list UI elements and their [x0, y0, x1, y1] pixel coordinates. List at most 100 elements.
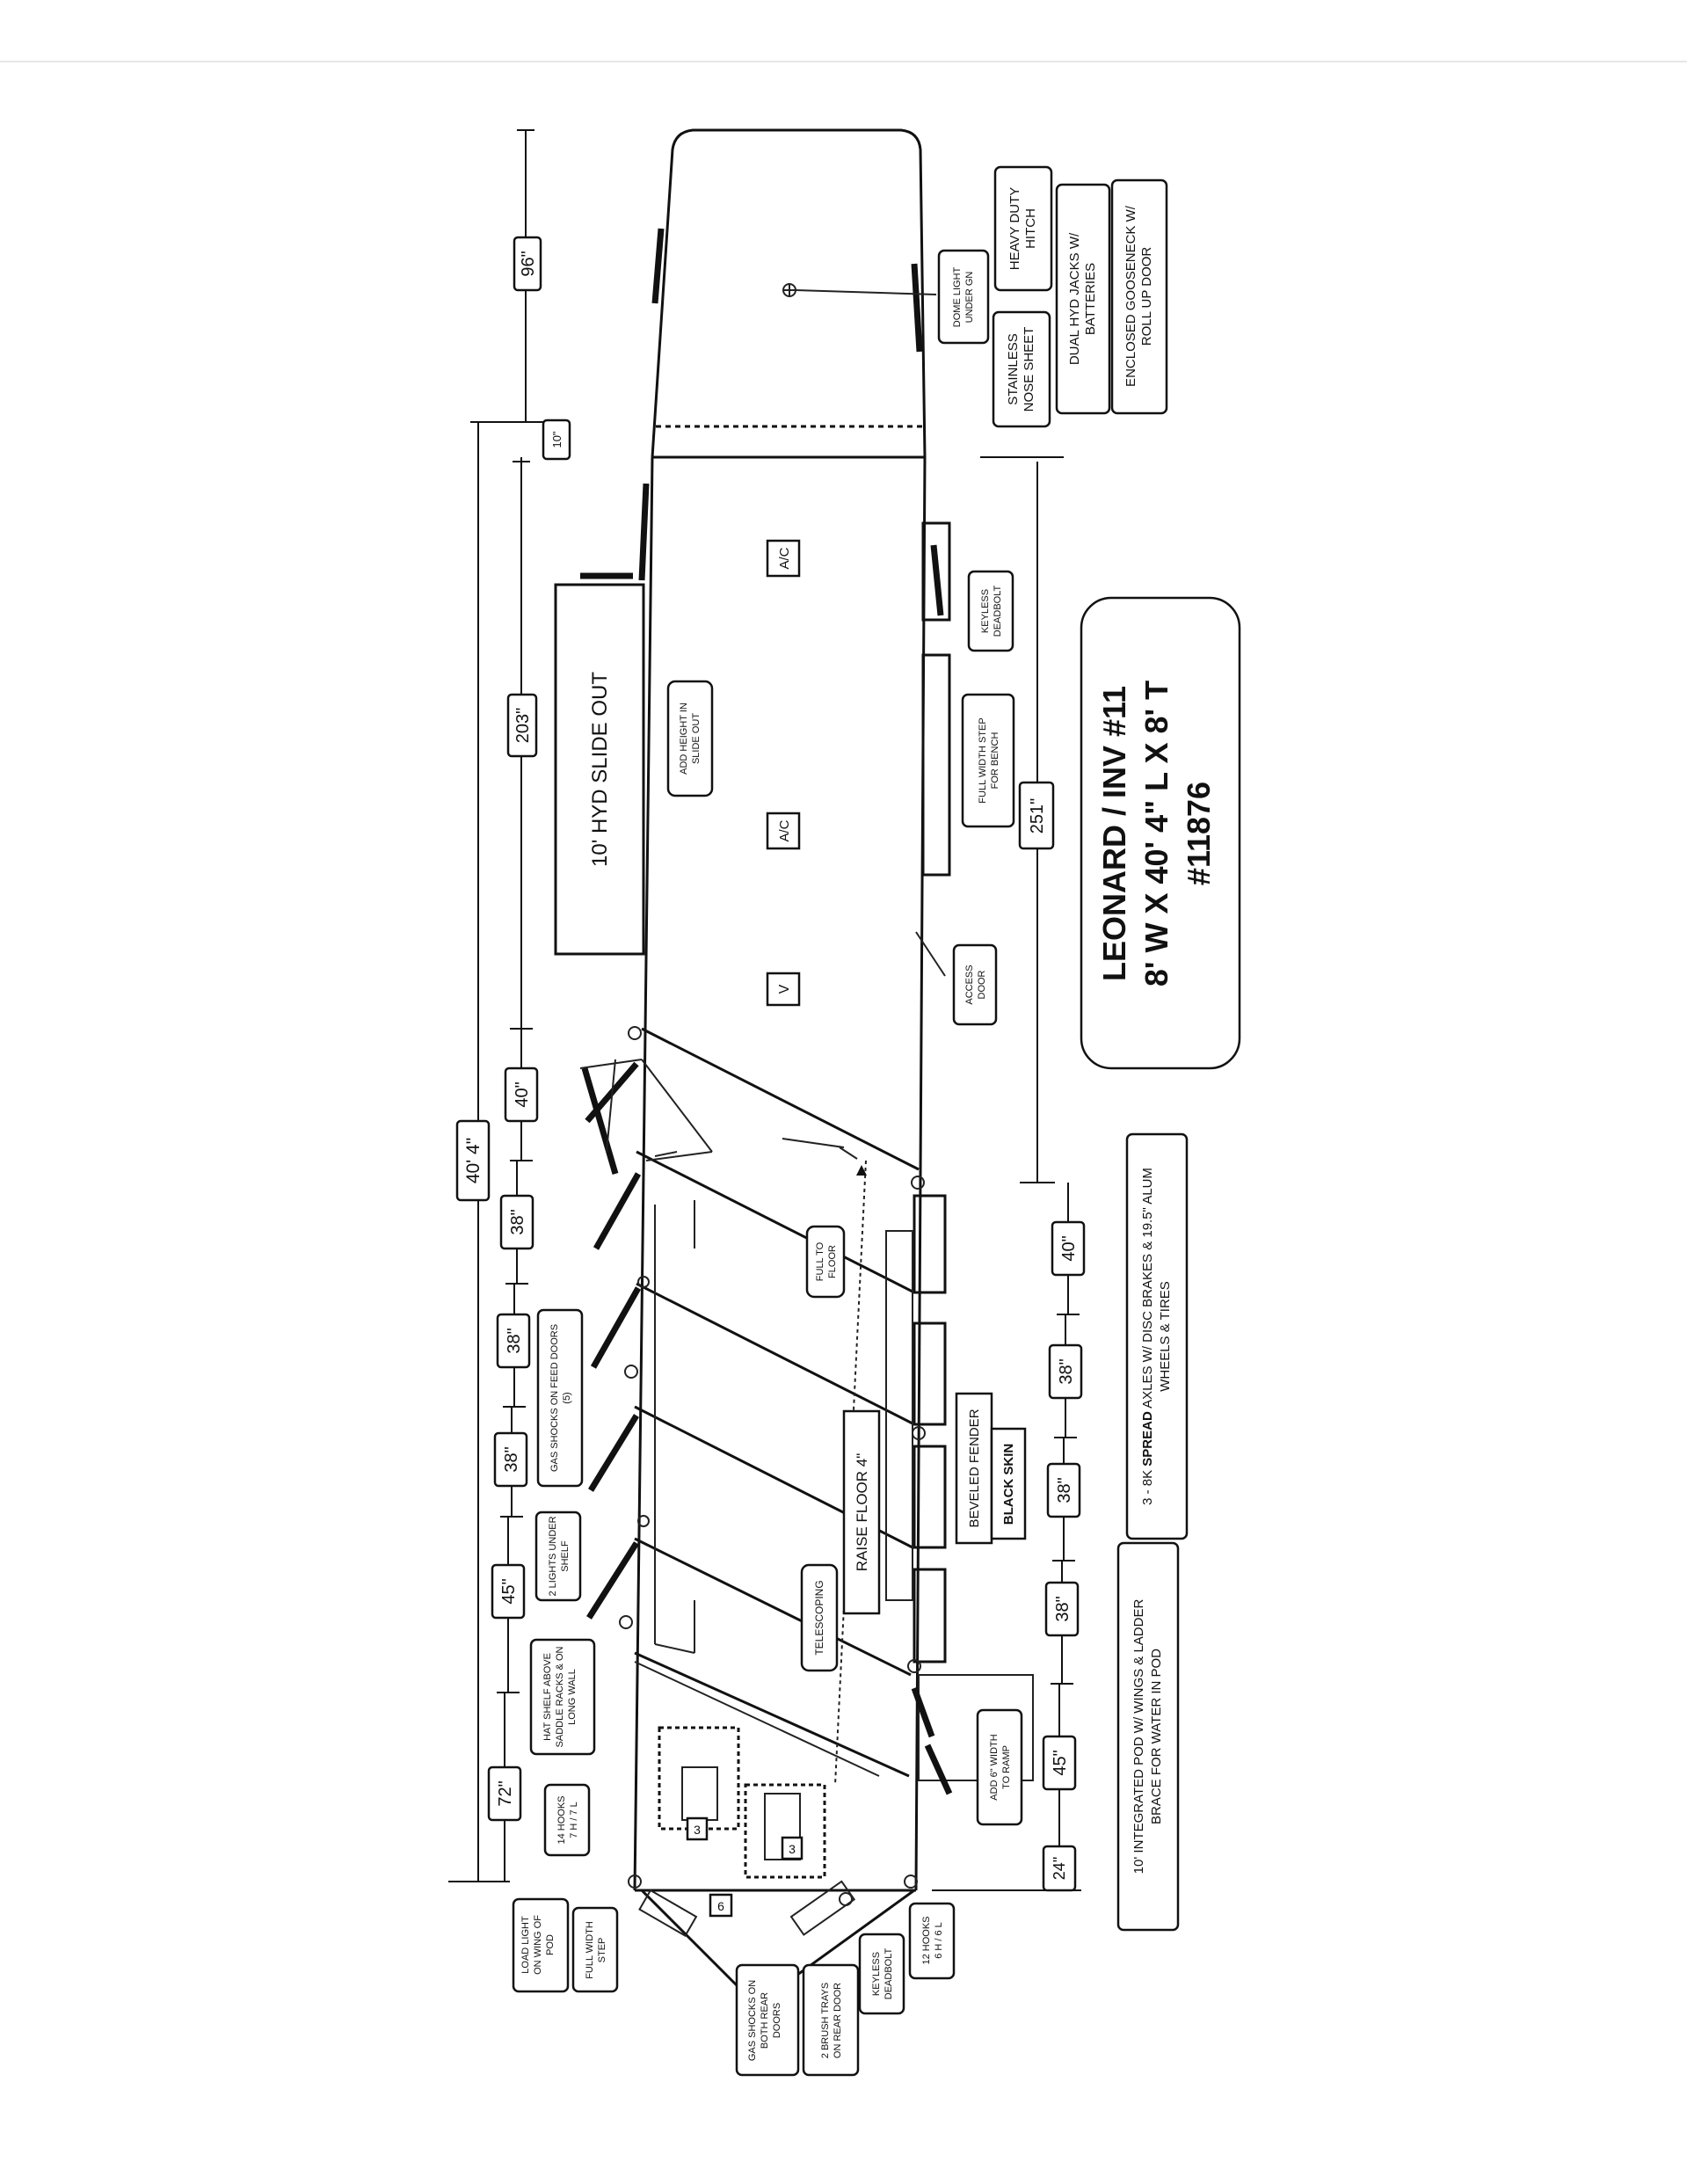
rack-number-box-b: [781, 1836, 804, 1860]
floor-line: [839, 1147, 858, 1160]
full-to-floor-line1: FULL TO: [815, 1241, 825, 1281]
gate-line: [641, 1059, 713, 1153]
pod-group: 10' INTEGRATED POD W/ WINGS & LADDER BRA…: [1131, 1599, 1164, 1875]
dim-box-96: [513, 236, 542, 292]
right-door: [921, 521, 951, 622]
vent-label: V: [777, 984, 792, 994]
title-line3: #11876: [1181, 782, 1217, 885]
enclosed-gn-line2: ROLL UP DOOR: [1139, 247, 1154, 346]
light-icon: [628, 1026, 642, 1040]
enclosed-gn-box: [1110, 178, 1168, 415]
brush-trays-box: [802, 1963, 860, 2077]
stall-dividers: [579, 1027, 920, 1786]
gas-feed-box: [536, 1308, 584, 1488]
dim-box-251: [1018, 781, 1055, 850]
title-line2: 8' W X 40' 4" L X 8' T: [1138, 681, 1174, 986]
body-side-strip: [638, 483, 650, 581]
feed-window: [913, 1194, 947, 1294]
rack-box: [681, 1766, 718, 1821]
hat-shelf-line1: HAT SHELF ABOVE: [542, 1653, 553, 1741]
stainless-box: [992, 310, 1051, 428]
gas-rear-line2: BOTH REAR: [760, 1992, 770, 2049]
gas-rear-box: [735, 1963, 800, 2077]
raise-floor-box: [842, 1409, 881, 1615]
right-bench: [885, 1230, 913, 1601]
dim-box-38d: [1048, 1343, 1083, 1400]
full-to-floor-box: [805, 1225, 846, 1299]
slide-out-label: 10' HYD SLIDE OUT: [588, 672, 612, 867]
keyless-rear-line2: DEADBOLT: [883, 1947, 894, 1999]
ac-text-1-group: A/C: [777, 547, 792, 569]
hooks12-line1: 12 HOOKS: [921, 1916, 932, 1964]
dim-38a-group: 38": [508, 1209, 527, 1234]
title-line1: LEONARD / INV #11: [1096, 686, 1132, 981]
telescoping-box: [800, 1563, 839, 1672]
top-dimensions: 96" 10" 203" 40' 4" 40" 38" 38": [448, 129, 571, 1882]
dim-96-group: 96": [519, 251, 538, 276]
gate-line: [586, 1541, 639, 1620]
gas-rear-line3: DOORS: [772, 2003, 782, 2038]
feed-wall: [654, 1151, 678, 1157]
feed-window: [913, 1445, 947, 1549]
dim-box-24: [1042, 1845, 1077, 1892]
dim-38f-group: 38": [1053, 1596, 1073, 1621]
black-skin-group: BLACK SKIN: [1001, 1444, 1016, 1525]
gas-rear-group: GAS SHOCKS ON BOTH REAR DOORS: [747, 1980, 782, 2061]
gooseneck-nose: [651, 128, 927, 458]
heavy-hitch-box: [993, 165, 1053, 292]
load-light-line1: LOAD LIGHT: [520, 1916, 531, 1974]
dim-box-38e: [1046, 1462, 1081, 1518]
hat-shelf-line3: LONG WALL: [567, 1669, 578, 1725]
tack-area: 3 3: [634, 1661, 880, 1879]
dim-38b-group: 38": [505, 1328, 524, 1353]
full-width-step-box: [961, 693, 1015, 828]
dim-203-group: 203": [513, 708, 533, 743]
light-icon: [912, 1426, 926, 1440]
add-width-group: ADD 6" WIDTH TO RAMP: [989, 1734, 1012, 1800]
axles-line1: 3 - 8K SPREAD AXLES W/ DISC BRAKES & 19.…: [1140, 1168, 1155, 1505]
ac-box-1: [766, 539, 801, 578]
dim-40-4-group: 40' 4": [463, 1138, 484, 1183]
light-icon: [907, 1659, 921, 1673]
gate-line: [588, 1414, 639, 1492]
access-door-line2: DOOR: [977, 970, 987, 999]
rack-number-box-a: [686, 1816, 709, 1841]
dim-203-label: 203": [513, 708, 533, 743]
title-box: [1080, 596, 1241, 1070]
dim-box-38f: [1044, 1581, 1080, 1637]
hooks14-line1: 14 HOOKS: [556, 1795, 567, 1844]
dim-box-10: [542, 419, 571, 461]
black-skin-label: BLACK SKIN: [1001, 1444, 1016, 1525]
add-height-box: [666, 680, 714, 797]
dim-45-group: 45": [499, 1578, 519, 1604]
keyless-top-line2: DEADBOLT: [993, 585, 1003, 637]
add-height-line2: SLIDE OUT: [691, 713, 702, 764]
ac-label-2: A/C: [777, 819, 792, 841]
beveled-box: [955, 1392, 993, 1545]
right-door-strip: [930, 544, 944, 616]
full-width-rear-line2: STEP: [597, 1938, 607, 1963]
light-icon: [624, 1365, 638, 1379]
keyless-rear-group: KEYLESS DEADBOLT: [871, 1947, 894, 1999]
axles-pre: 3 - 8K: [1140, 1467, 1155, 1505]
vent-box: [766, 972, 801, 1007]
divider-line: [641, 1027, 920, 1171]
full-width-rear-box: [571, 1906, 619, 1993]
bottom-dimensions: 251" 40" 38" 38" 38" 45" 24": [932, 456, 1086, 1892]
title-group: LEONARD / INV #11 8' W X 40' 4" L X 8' T…: [1096, 681, 1217, 986]
dim-10-label: 10": [550, 431, 564, 448]
dim-38e-group: 38": [1055, 1477, 1074, 1503]
dim-40-4-label: 40' 4": [463, 1138, 484, 1183]
dim-72-group: 72": [496, 1780, 515, 1806]
add-height-line1: ADD HEIGHT IN: [679, 703, 689, 775]
hat-shelf-line2: SADDLE RACKS & ON: [555, 1646, 565, 1747]
rack-number-b: 3: [789, 1842, 796, 1856]
telescoping-label: TELESCOPING: [813, 1580, 825, 1655]
full-width-rear-group: FULL WIDTH STEP: [585, 1921, 607, 1979]
dim-38f-label: 38": [1053, 1596, 1073, 1621]
hooks12-line2: 6 H / 6 L: [934, 1922, 944, 1959]
full-width-step-line2: FOR BENCH: [990, 732, 1000, 790]
gate-line: [593, 1172, 642, 1250]
